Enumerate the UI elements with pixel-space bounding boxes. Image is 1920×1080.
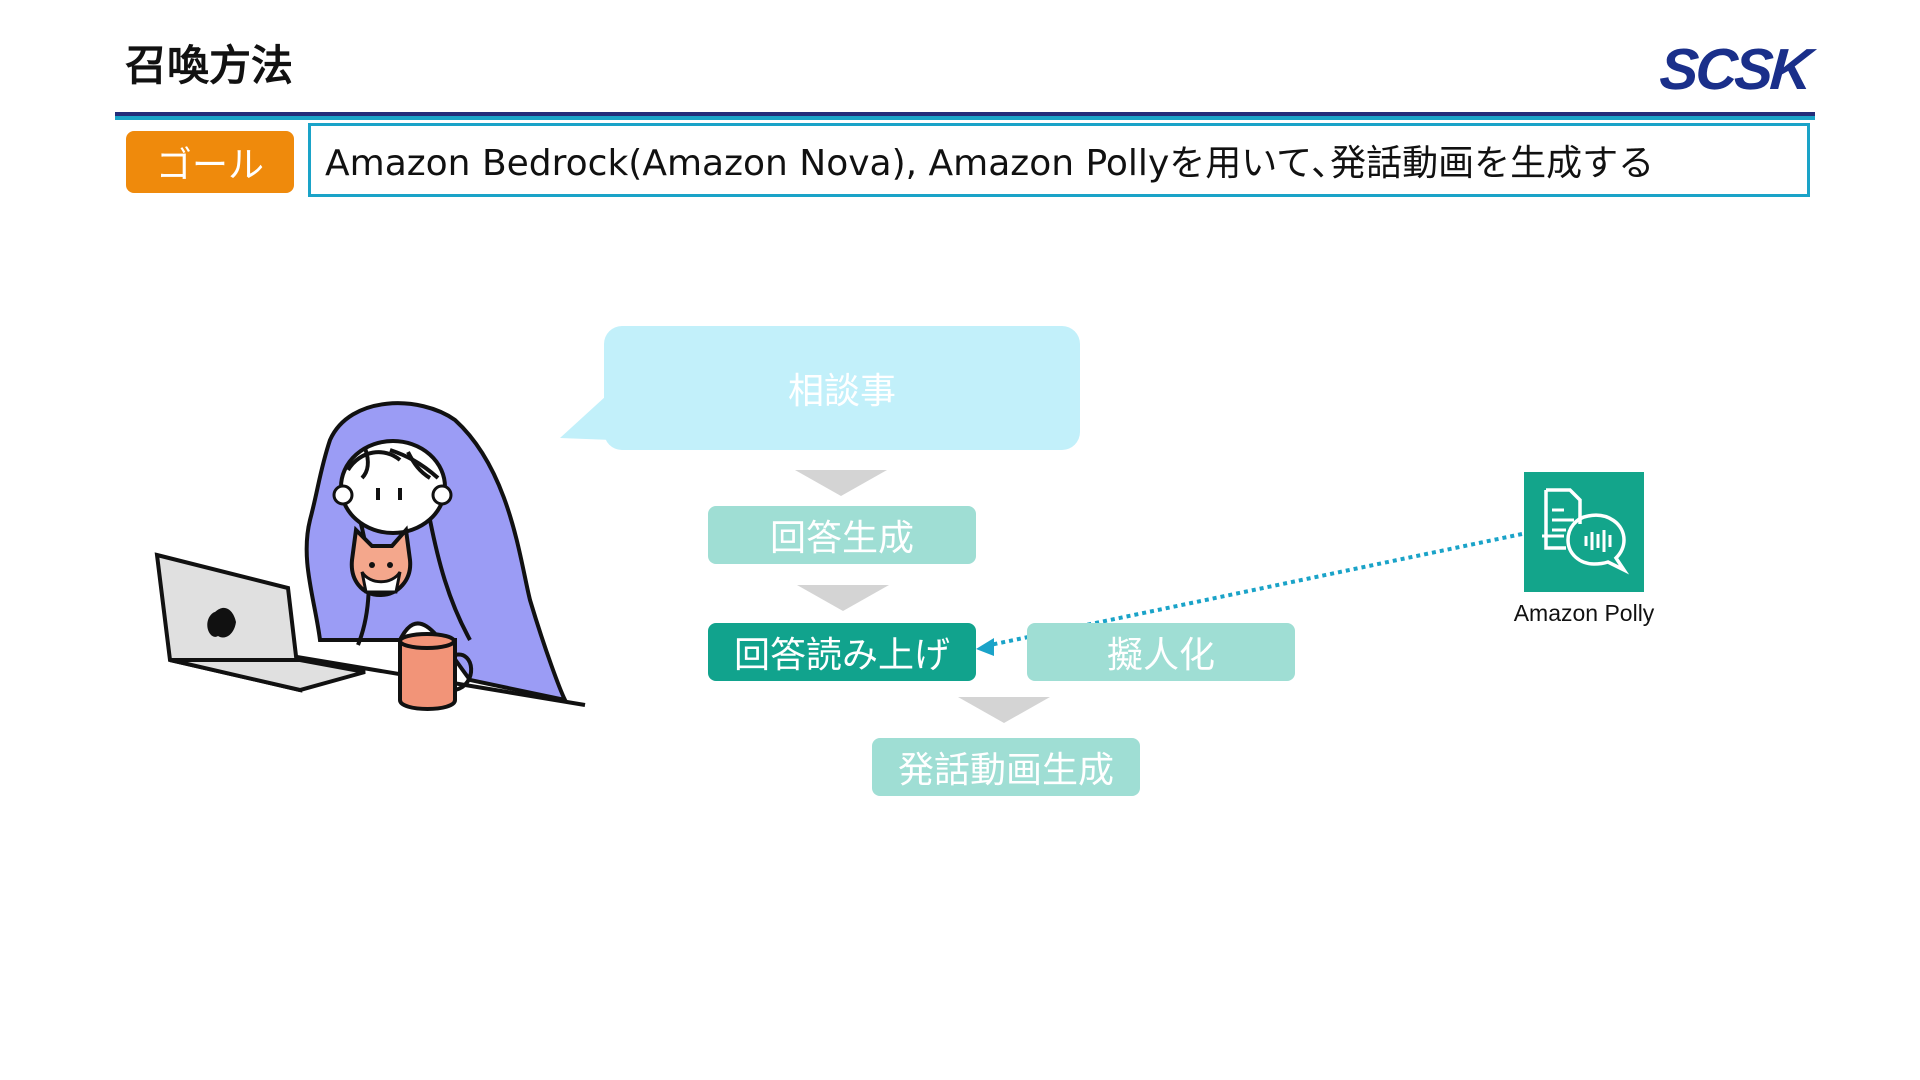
amazon-polly-label: Amazon Polly <box>1513 600 1655 626</box>
person-with-laptop-illustration <box>154 401 586 711</box>
polly-connector-arrowhead <box>976 638 994 656</box>
step-answer-generation: 回答生成 <box>708 506 976 564</box>
laptop-logo <box>207 607 236 638</box>
mug <box>398 638 457 711</box>
goal-statement: Amazon Bedrock(Amazon Nova), Amazon Poll… <box>308 123 1810 197</box>
header-divider-cyan <box>115 116 1815 120</box>
step-video-generation: 発話動画生成 <box>872 738 1140 796</box>
laptop-base <box>169 658 366 693</box>
flow-arrow-3 <box>958 697 1050 723</box>
goal-badge: ゴール <box>126 131 294 193</box>
amazon-polly-icon <box>1524 472 1644 592</box>
scsk-logo: SCSK <box>1657 37 1812 102</box>
speech-bubble-consultation: 相談事 <box>604 326 1080 450</box>
header-divider-navy <box>115 112 1815 116</box>
flow-arrow-1 <box>795 470 887 496</box>
step-answer-readout: 回答読み上げ <box>708 623 976 681</box>
page-title: 召喚方法 <box>125 41 294 90</box>
flow-arrow-2 <box>797 585 889 611</box>
step-personification: 擬人化 <box>1027 623 1295 681</box>
